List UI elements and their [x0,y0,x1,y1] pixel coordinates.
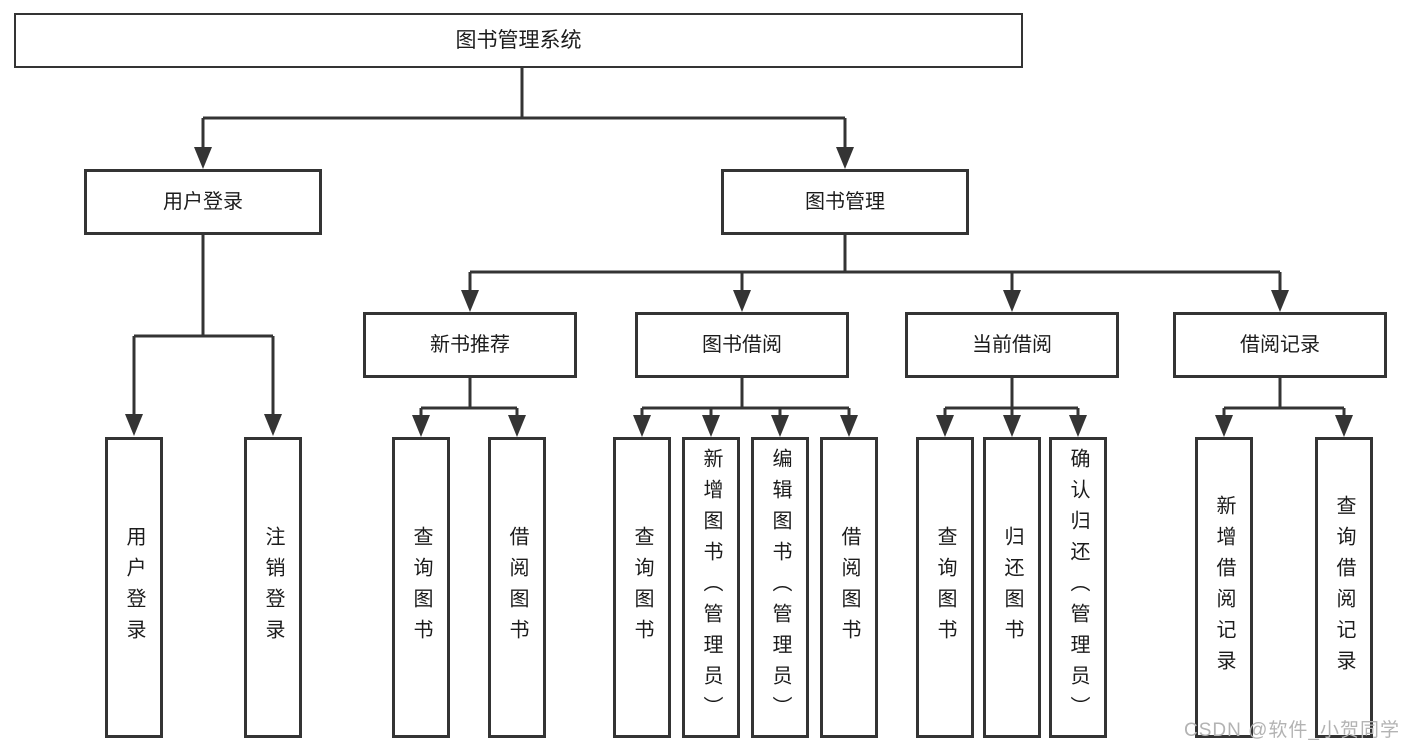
node-book-borrowing: 图书借阅 [635,312,849,378]
leaf-edit-book-admin: 编辑图书（管理员） [751,437,809,738]
node-book-management-module: 图书管理 [721,169,969,235]
leaf-query-books-borrow: 查询图书 [613,437,671,738]
leaf-query-borrow-record: 查询借阅记录 [1315,437,1373,738]
leaf-borrow-books: 借阅图书 [820,437,878,738]
leaf-confirm-return-admin: 确认归还（管理员） [1049,437,1107,738]
arrowheads [125,147,1353,437]
node-user-login-module: 用户登录 [84,169,322,235]
leaf-query-books-current: 查询图书 [916,437,974,738]
leaf-query-books-recommend: 查询图书 [392,437,450,738]
csdn-watermark: CSDN @软件_小贺同学 [1184,720,1400,741]
leaf-return-book: 归还图书 [983,437,1041,738]
leaf-user-login: 用户登录 [105,437,163,738]
node-current-borrowing: 当前借阅 [905,312,1119,378]
leaf-borrow-books-recommend: 借阅图书 [488,437,546,738]
leaf-add-borrow-record: 新增借阅记录 [1195,437,1253,738]
leaf-add-book-admin: 新增图书（管理员） [682,437,740,738]
node-library-system: 图书管理系统 [14,13,1023,68]
leaf-logout: 注销登录 [244,437,302,738]
node-borrow-records: 借阅记录 [1173,312,1387,378]
node-new-book-recommend: 新书推荐 [363,312,577,378]
